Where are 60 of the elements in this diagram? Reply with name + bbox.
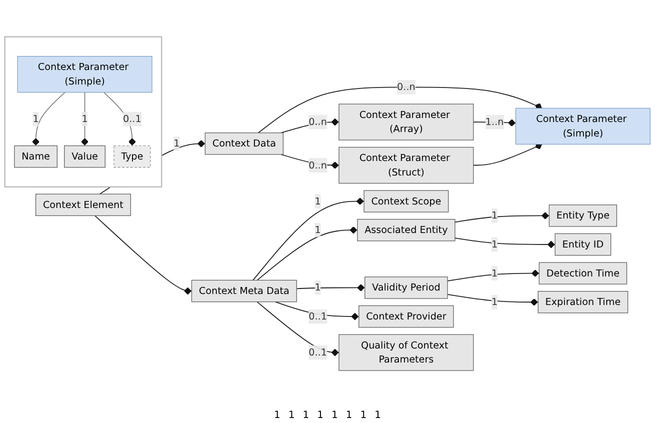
node-box: Entity ID (554, 234, 612, 256)
multiplicity-label: 1 (360, 410, 367, 421)
node-box: Context Parameter (Simple) (17, 56, 152, 93)
edge-label: 0..1 (308, 310, 327, 322)
node-box: Context Parameter (Struct) (338, 147, 474, 184)
multiplicity-label: 1 (302, 410, 310, 421)
connector (447, 294, 539, 306)
node-box: Detection Time (538, 262, 628, 285)
connector (81, 92, 88, 147)
connector (454, 238, 556, 248)
connector (472, 142, 543, 166)
multiplicity-label: 1 (332, 410, 338, 421)
connector (447, 270, 540, 282)
node-box: Context Scope (364, 190, 449, 213)
node-box: Quality of Context Parameters (338, 334, 474, 372)
edge-label: 0..1 (308, 346, 327, 358)
connector (94, 216, 192, 295)
multiplicity-label: 1 (346, 410, 352, 421)
edge-label: 1 (314, 196, 321, 207)
node-box: Type (114, 146, 151, 168)
node-box: Validity Period (364, 276, 448, 300)
connector (256, 302, 340, 356)
connector (32, 92, 66, 147)
node-box: Context Parameter (Simple) (515, 108, 650, 145)
connector (256, 226, 358, 281)
cluster (4, 36, 162, 188)
multiplicity-label: 1 (317, 410, 324, 421)
edge-label: 1 (492, 296, 498, 308)
multiplicity-label: 1 (274, 410, 280, 421)
edge-label: 1 (82, 113, 88, 125)
edge-label: 1 (492, 210, 498, 222)
node-box: Expiration Time (538, 291, 628, 314)
edge-label: 0..1 (122, 113, 142, 125)
edge-label: 1 (492, 238, 498, 250)
edge-label: 0..n (308, 116, 327, 128)
node-box: Context Provider (358, 306, 454, 328)
edge-label: 1 (492, 268, 498, 280)
edge-label: 1..n (485, 116, 504, 128)
multiplicity-label: 1 (288, 410, 295, 421)
node-box: Context Data (204, 132, 284, 156)
connector (296, 284, 366, 292)
connector (274, 302, 360, 320)
connector (103, 92, 136, 147)
connector (252, 198, 364, 281)
node-box: Associated Entity (357, 219, 456, 242)
edge-label: 1 (314, 282, 321, 294)
edge-label: 0..n (308, 160, 327, 171)
node-box: Context Meta Data (191, 280, 297, 302)
connector (472, 120, 516, 127)
edge-label: 0..n (397, 82, 416, 93)
multiplicity-label: 1 (374, 410, 381, 421)
node-box: Entity Type (548, 204, 618, 228)
node-box: Value (64, 146, 106, 168)
node-box: Name (14, 146, 58, 168)
edge-label: 1 (314, 224, 321, 236)
node-box: Context Element (35, 194, 131, 216)
connector (454, 212, 550, 223)
edge-label: 1 (174, 138, 180, 150)
node-box: Context Parameter (Array) (338, 104, 474, 141)
edge-label: 1 (32, 113, 39, 125)
